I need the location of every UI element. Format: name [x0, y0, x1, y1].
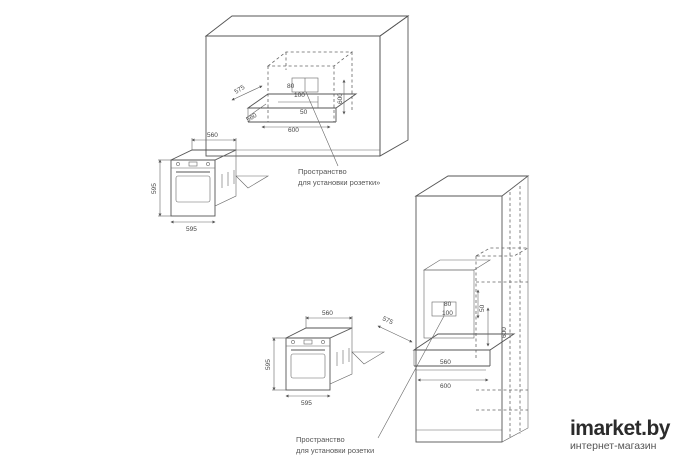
watermark: imarket.by интернет-магазин	[569, 417, 671, 453]
top-cabinet: 575 80 100 600 50 560 600 Пространство д…	[204, 15, 410, 187]
socket-note-line2: для установки розетки»	[298, 178, 380, 187]
col-dim-w560: 560	[440, 359, 451, 366]
col-dim-h80: 80	[444, 301, 452, 308]
col-dim-h50: 50	[479, 304, 486, 312]
col-socket-note-line2: для установки розетки	[296, 446, 374, 455]
dim-w560: 560	[245, 112, 258, 124]
oven-bottom: 560 595 595	[265, 310, 386, 407]
dim-w600: 600	[288, 127, 299, 134]
socket-note-line1: Пространство	[298, 167, 347, 176]
col-dim-w600: 600	[440, 383, 451, 390]
col-dim-h600: 600	[501, 327, 508, 338]
oven-bottom-front: 595	[301, 400, 312, 407]
oven-top-width: 560	[207, 132, 218, 139]
oven-bottom-height: 595	[265, 359, 272, 370]
col-dim-depth: 575	[381, 315, 394, 326]
oven-top-front: 595	[186, 226, 197, 233]
oven-top-height: 595	[151, 183, 158, 194]
col-socket-note-line1: Пространство	[296, 435, 345, 444]
dim-h80: 80	[287, 83, 295, 90]
dim-h50: 50	[300, 109, 308, 116]
dim-depth: 575	[233, 84, 246, 96]
col-dim-w100: 100	[442, 310, 453, 317]
dim-w100: 100	[294, 92, 305, 99]
oven-bottom-width: 560	[322, 310, 333, 317]
dim-h600: 600	[337, 93, 344, 104]
watermark-tagline: интернет-магазин	[569, 440, 657, 452]
watermark-brand: imarket.by	[569, 417, 671, 440]
oven-top: 560 595 595	[151, 132, 270, 233]
column-cabinet: 575 80 100 50 600 560 600 Пространство д…	[296, 175, 530, 455]
